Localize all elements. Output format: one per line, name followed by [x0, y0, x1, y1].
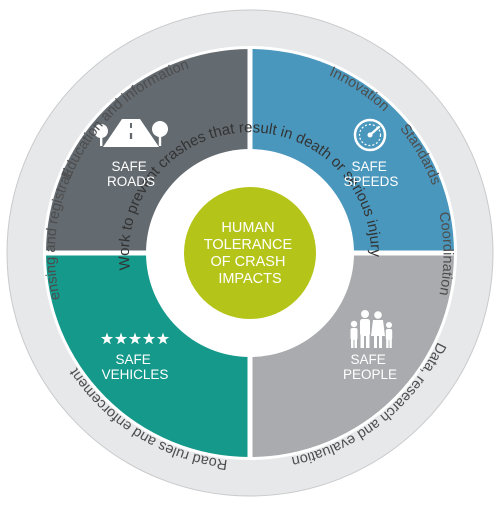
center-line-1: HUMAN: [221, 220, 274, 236]
center-line-4: IMPACTS: [218, 271, 281, 287]
center-line-2: TOLERANCE: [204, 237, 293, 253]
safe-vehicles-label-line-1: SAFE: [115, 352, 150, 367]
family-icon: [350, 310, 393, 348]
svg-text:HUMAN TOLERANCE OF CRA: HUMAN TOLERANCE OF CRASH IMPACTS: [204, 220, 296, 287]
safe-people-label-line-1: SAFE: [350, 352, 385, 367]
safe-people-label-line-2: PEOPLE: [343, 367, 397, 382]
svg-text:SAFE SPEEDS: SAFE SPEEDS: [344, 159, 399, 189]
speedometer-icon: [353, 118, 387, 152]
center-line-3: OF CRASH: [211, 254, 286, 270]
safe-speeds-label-line-2: SPEEDS: [344, 174, 399, 189]
five-stars-icon: [100, 332, 170, 345]
svg-text:SAFE VEHICLES: SAFE VEHICLES: [102, 352, 169, 382]
safe-roads-label-line-2: ROADS: [107, 174, 155, 189]
svg-text:SAFE PEOPLE: SAFE PEOPLE: [343, 352, 397, 382]
center-circle: [184, 187, 316, 319]
safe-roads-label-line-1: SAFE: [111, 159, 146, 174]
safe-speeds-label-line-1: SAFE: [351, 159, 386, 174]
svg-text:SAFE ROADS: SAFE ROADS: [107, 159, 155, 189]
safe-vehicles-label-line-2: VEHICLES: [102, 367, 169, 382]
ring-label-coordination: Coordination: [435, 211, 455, 297]
road-with-trees-icon: [94, 119, 168, 147]
